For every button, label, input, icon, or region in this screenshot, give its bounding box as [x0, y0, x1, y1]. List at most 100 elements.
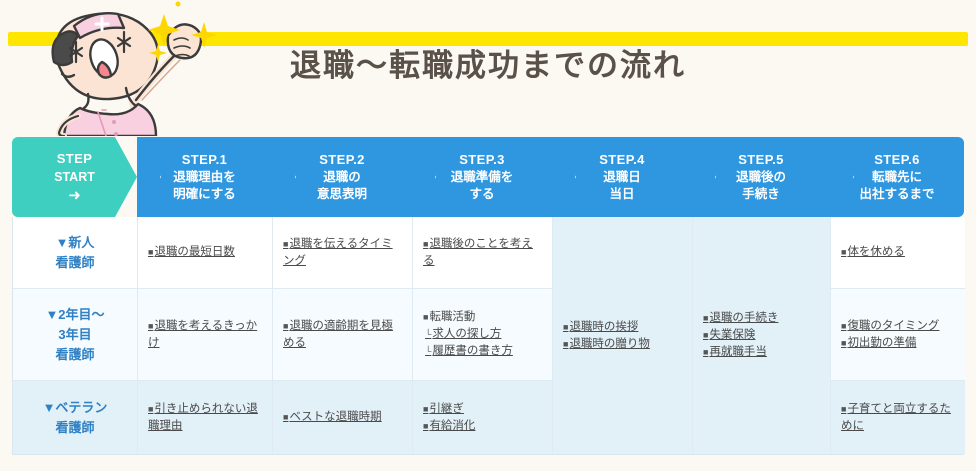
- content-link[interactable]: ■退職の手続き: [703, 312, 779, 324]
- step-header-2[interactable]: STEP.2 退職の意思表明: [272, 137, 412, 217]
- content-link[interactable]: └求人の探し方: [425, 328, 502, 340]
- step-header-5[interactable]: STEP.5 退職後の手続き: [692, 137, 830, 217]
- cell-r2-step3: ■引継ぎ ■有給消化: [413, 381, 553, 454]
- step-label-line: 退職後の: [735, 170, 786, 185]
- content-link[interactable]: ■引き止められない退職理由: [148, 402, 258, 432]
- content-link[interactable]: ■退職の適齢期を見極める: [283, 319, 393, 349]
- square-bullet-icon: ■: [563, 338, 569, 349]
- step-label-line: 手続き: [742, 186, 780, 201]
- content-link[interactable]: ■退職を考えるきっかけ: [148, 319, 258, 349]
- step-label-line: する: [469, 186, 495, 201]
- step-label-line: 出社するまで: [859, 186, 935, 201]
- link-list-r2-s1: ■引き止められない退職理由: [148, 389, 262, 446]
- row-label-cell-2[interactable]: ▼ベテラン看護師: [13, 381, 138, 454]
- cell-r1-step3: ■転職活動└求人の探し方└履歴書の書き方: [413, 289, 553, 381]
- row-label-cell-0[interactable]: ▼新人看護師: [13, 217, 138, 289]
- content-link[interactable]: ■失業保険: [703, 329, 756, 341]
- square-bullet-icon: ■: [563, 321, 569, 332]
- step-label-line: 当日: [609, 186, 635, 201]
- link-list-r1-s1: ■退職を考えるきっかけ: [148, 297, 262, 372]
- step-label-line: 意思表明: [316, 186, 367, 201]
- nurse-mascot-icon: [51, 1, 217, 136]
- content-link[interactable]: ■ベストな退職時期: [283, 411, 382, 423]
- square-bullet-icon: ■: [841, 337, 847, 348]
- row-label-line: 看護師: [55, 346, 95, 362]
- cell-r0-step3: ■退職後のことを考える: [413, 217, 553, 289]
- link-list-r2-s3: ■引継ぎ ■有給消化: [423, 389, 542, 446]
- cell-merged-step4: ■退職時の挨拶 ■退職時の贈り物: [553, 217, 693, 454]
- square-bullet-icon: ■: [148, 403, 154, 414]
- row-label-line: 看護師: [55, 254, 95, 270]
- square-bullet-icon: ■: [841, 320, 847, 331]
- content-link[interactable]: └履歴書の書き方: [425, 345, 513, 357]
- link-list-r1-s3: ■転職活動└求人の探し方└履歴書の書き方: [423, 297, 542, 372]
- content-link[interactable]: ■体を休める: [841, 246, 905, 258]
- content-link[interactable]: ■退職時の挨拶: [563, 320, 639, 333]
- step-number: STEP.2: [319, 151, 365, 167]
- step-header-1[interactable]: STEP.1 退職理由を明確にする: [137, 137, 272, 217]
- cell-r0-step6: ■体を休める: [831, 217, 965, 289]
- cell-r0-step2: ■退職を伝えるタイミング: [273, 217, 413, 289]
- step-label-line: 退職理由を: [173, 170, 236, 185]
- content-link[interactable]: ■復職のタイミング: [841, 319, 940, 332]
- cell-r2-step6: ■子育てと両立するために: [831, 381, 965, 454]
- sub-branch-icon: └: [425, 346, 432, 356]
- cell-r1-step2: ■退職の適齢期を見極める: [273, 289, 413, 381]
- step-number: STEP.1: [181, 151, 228, 167]
- page-header: 退職〜転職成功までの流れ: [0, 0, 976, 136]
- content-link[interactable]: ■初出勤の準備: [841, 336, 917, 349]
- square-bullet-icon: ■: [283, 320, 289, 331]
- link-list-r0-s6: ■体を休める: [841, 225, 955, 280]
- cell-r2-step2: ■ベストな退職時期: [273, 381, 413, 454]
- step-number: STEP.3: [459, 151, 505, 167]
- cell-r2-step1: ■引き止められない退職理由: [138, 381, 273, 454]
- square-bullet-icon: ■: [423, 312, 429, 322]
- page-title: 退職〜転職成功までの流れ: [290, 48, 686, 83]
- step-number: STEP.5: [738, 151, 784, 167]
- square-bullet-icon: ■: [703, 313, 709, 323]
- content-link[interactable]: ■引継ぎ: [423, 402, 464, 415]
- square-bullet-icon: ■: [423, 238, 429, 249]
- row-label: ▼新人看護師: [23, 225, 127, 280]
- cell-merged-step5: ■退職の手続き ■失業保険 ■再就職手当: [693, 217, 831, 454]
- step-label-line: 退職の: [323, 170, 361, 185]
- cell-r1-step6: ■復職のタイミング ■初出勤の準備: [831, 289, 965, 381]
- square-bullet-icon: ■: [841, 247, 847, 257]
- row-label-cell-1[interactable]: ▼2年目〜 3年目看護師: [13, 289, 138, 381]
- content-link[interactable]: ■退職の最短日数: [148, 246, 235, 258]
- content-link[interactable]: ■有給消化: [423, 419, 476, 432]
- square-bullet-icon: ■: [148, 247, 154, 257]
- arrow-right-icon: ➜: [68, 187, 81, 204]
- content-link[interactable]: ■退職後のことを考える: [423, 237, 533, 267]
- row-label-line: ▼2年目〜: [45, 306, 105, 322]
- step-number: STEP.6: [874, 151, 920, 167]
- row-label: ▼ベテラン看護師: [23, 389, 127, 446]
- link-list-r0-s1: ■退職の最短日数: [148, 225, 262, 280]
- link-list-merged-s5: ■退職の手続き ■失業保険 ■再就職手当: [703, 225, 820, 446]
- content-link[interactable]: ■退職を伝えるタイミング: [283, 237, 393, 267]
- row-label-line: ▼新人: [55, 234, 95, 250]
- step-header-6[interactable]: STEP.6 転職先に出社するまで: [830, 137, 964, 217]
- step-label-line: 転職先に: [871, 170, 922, 185]
- square-bullet-icon: ■: [283, 412, 289, 422]
- step-header-3[interactable]: STEP.3 退職準備をする: [412, 137, 552, 217]
- content-grid: ▼新人看護師 ■退職の最短日数 ■退職を伝えるタイミング ■退職後のことを考える ■体を…: [12, 217, 965, 455]
- square-bullet-icon: ■: [703, 347, 709, 357]
- content-link[interactable]: ■再就職手当: [703, 346, 767, 358]
- link-list-r2-s2: ■ベストな退職時期: [283, 389, 402, 446]
- link-list-r0-s2: ■退職を伝えるタイミング: [283, 225, 402, 280]
- step-label-line: 退職準備を: [450, 170, 514, 185]
- row-label-line: 3年目: [58, 326, 92, 342]
- square-bullet-icon: ■: [423, 420, 429, 431]
- square-bullet-icon: ■: [841, 403, 847, 414]
- content-link[interactable]: ■子育てと両立するために: [841, 402, 951, 432]
- square-bullet-icon: ■: [148, 320, 154, 331]
- link-list-r1-s6: ■復職のタイミング ■初出勤の準備: [841, 297, 955, 372]
- square-bullet-icon: ■: [283, 238, 289, 249]
- step-label-line: 明確にする: [173, 186, 236, 201]
- square-bullet-icon: ■: [423, 403, 429, 414]
- content-link[interactable]: ■退職時の贈り物: [563, 337, 650, 350]
